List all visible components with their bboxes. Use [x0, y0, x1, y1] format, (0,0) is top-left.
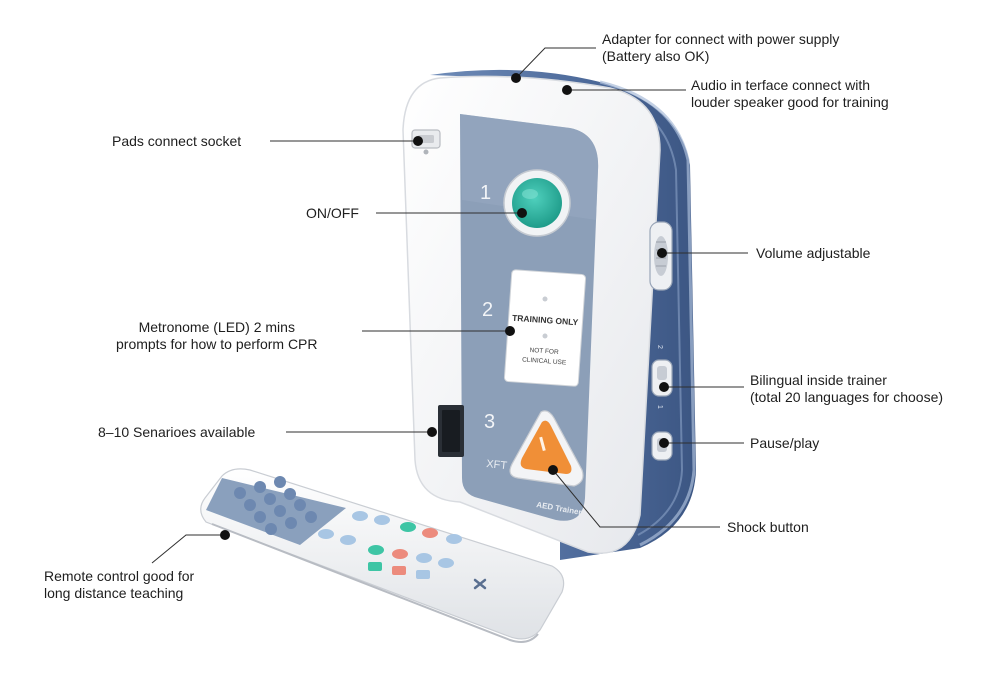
remote-number-pad[interactable] — [234, 476, 317, 535]
callout-adapter-line2: (Battery also OK) — [602, 48, 710, 64]
leader-shock — [552, 469, 720, 528]
callout-adapter-line1: Adapter for connect with power supply — [602, 31, 840, 47]
callout-remote: Remote control good for long distance te… — [44, 568, 194, 602]
scenario-display — [438, 405, 464, 457]
step-number-2: 2 — [482, 299, 493, 321]
callout-adapter: Adapter for connect with power supply (B… — [602, 31, 839, 65]
callout-scenarios: 8–10 Senarioes available — [98, 424, 256, 440]
callout-remote-line1: Remote control good for — [44, 568, 195, 584]
callout-shock: Shock button — [727, 519, 809, 535]
remote-function-buttons[interactable] — [318, 511, 462, 579]
power-button[interactable] — [503, 169, 571, 237]
callout-bilingual-line2: (total 20 languages for choose) — [750, 389, 944, 405]
brand-logo-text: XFT — [486, 458, 508, 472]
shock-button[interactable] — [509, 410, 584, 487]
callout-audio-line1: Audio in terface connect with — [691, 77, 870, 93]
callout-metronome-line1: Metronome (LED) 2 mins — [138, 319, 295, 335]
callout-audio: Audio in terface connect with louder spe… — [691, 77, 889, 111]
leader-remote — [151, 534, 225, 564]
step-number-1: 1 — [480, 182, 491, 204]
clinical-use-text: CLINICAL USE — [522, 356, 567, 366]
callout-remote-line2: long distance teaching — [44, 585, 184, 601]
training-only-text: TRAINING ONLY — [512, 313, 579, 328]
side-mark-1: 1 — [656, 405, 663, 409]
remote-logo — [473, 578, 487, 590]
callout-audio-line2: louder speaker good for training — [691, 94, 889, 110]
leader-lines — [151, 47, 748, 564]
callout-bilingual: Bilingual inside trainer (total 20 langu… — [750, 372, 943, 406]
step-number-3: 3 — [484, 411, 495, 433]
callout-volume: Volume adjustable — [756, 245, 871, 261]
leader-adapter — [515, 47, 596, 79]
leader-dots — [220, 73, 669, 540]
callout-metronome: Metronome (LED) 2 mins prompts for how t… — [116, 319, 318, 353]
callout-metronome-line2: prompts for how to perform CPR — [116, 336, 318, 352]
not-for-text: NOT FOR — [529, 347, 559, 356]
training-only-panel: TRAINING ONLY NOT FOR CLINICAL USE — [503, 269, 587, 387]
callout-pads: Pads connect socket — [112, 133, 242, 149]
callout-bilingual-line1: Bilingual inside trainer — [750, 372, 887, 388]
side-mark-2: 2 — [656, 345, 663, 349]
callout-onoff: ON/OFF — [306, 205, 359, 221]
callout-pause: Pause/play — [750, 435, 820, 451]
